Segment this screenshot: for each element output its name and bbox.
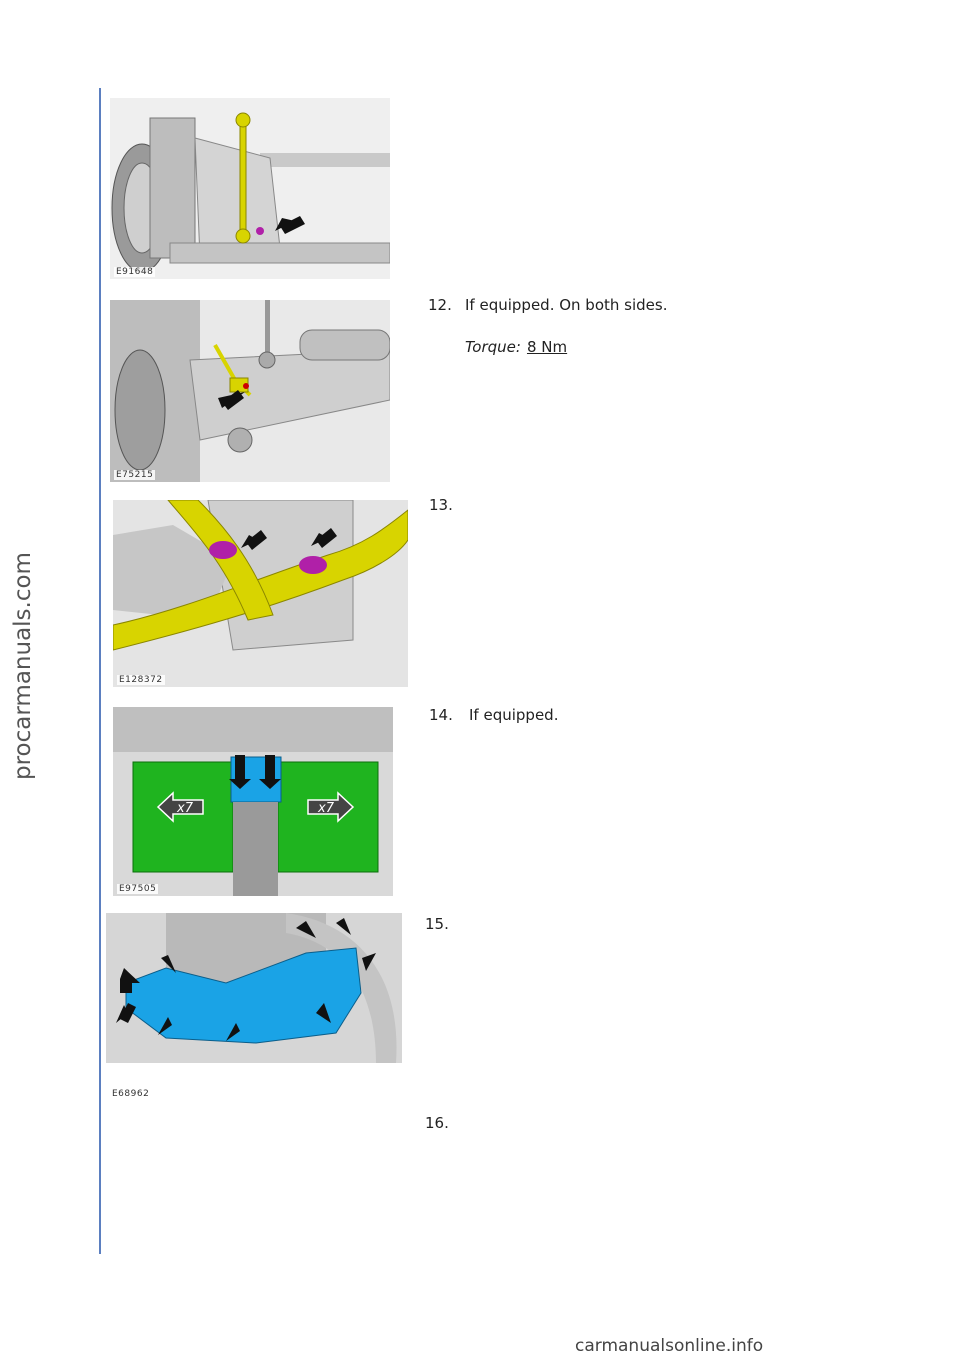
step-number-16: 16. <box>425 1114 449 1132</box>
torque-spec: Torque: 8 Nm <box>465 338 567 356</box>
step-text-12: If equipped. On both sides. <box>465 296 668 314</box>
figure-code: E97505 <box>117 884 159 894</box>
left-quantity-label: x7 <box>176 801 194 816</box>
steering-linkage-illustration <box>110 300 390 482</box>
step-number-13: 13. <box>429 496 453 514</box>
watermark-procarmanuals: procarmanuals.com <box>10 552 36 780</box>
watermark-carmanualsonline: carmanualsonline.info <box>575 1336 764 1356</box>
left-margin-rule <box>99 88 101 1254</box>
torque-label: Torque: <box>465 338 521 356</box>
figure-code: E68962 <box>110 1089 152 1099</box>
front-splash-shield-illustration <box>106 913 402 1063</box>
figure-e75215: E75215 <box>110 300 390 482</box>
stabilizer-bar-clips-illustration <box>113 500 408 687</box>
figure-code: E75215 <box>114 470 156 480</box>
step-number-12: 12. <box>428 296 452 314</box>
figure-e68962: E68962 <box>106 913 402 1101</box>
step-text-14: If equipped. <box>469 706 559 724</box>
underbody-shields-illustration: x7 x7 <box>113 707 393 896</box>
step-number-15: 15. <box>425 915 449 933</box>
right-quantity-label: x7 <box>317 801 335 816</box>
figure-e91648: E91648 <box>110 98 390 279</box>
torque-value-link[interactable]: 8 Nm <box>526 338 568 356</box>
figure-e128372: E128372 <box>113 500 408 687</box>
figure-e97505: x7 x7 E97505 <box>113 707 393 896</box>
figure-code: E128372 <box>117 675 165 685</box>
figure-code: E91648 <box>114 267 156 277</box>
front-suspension-illustration <box>110 98 390 279</box>
step-number-14: 14. <box>429 706 453 724</box>
